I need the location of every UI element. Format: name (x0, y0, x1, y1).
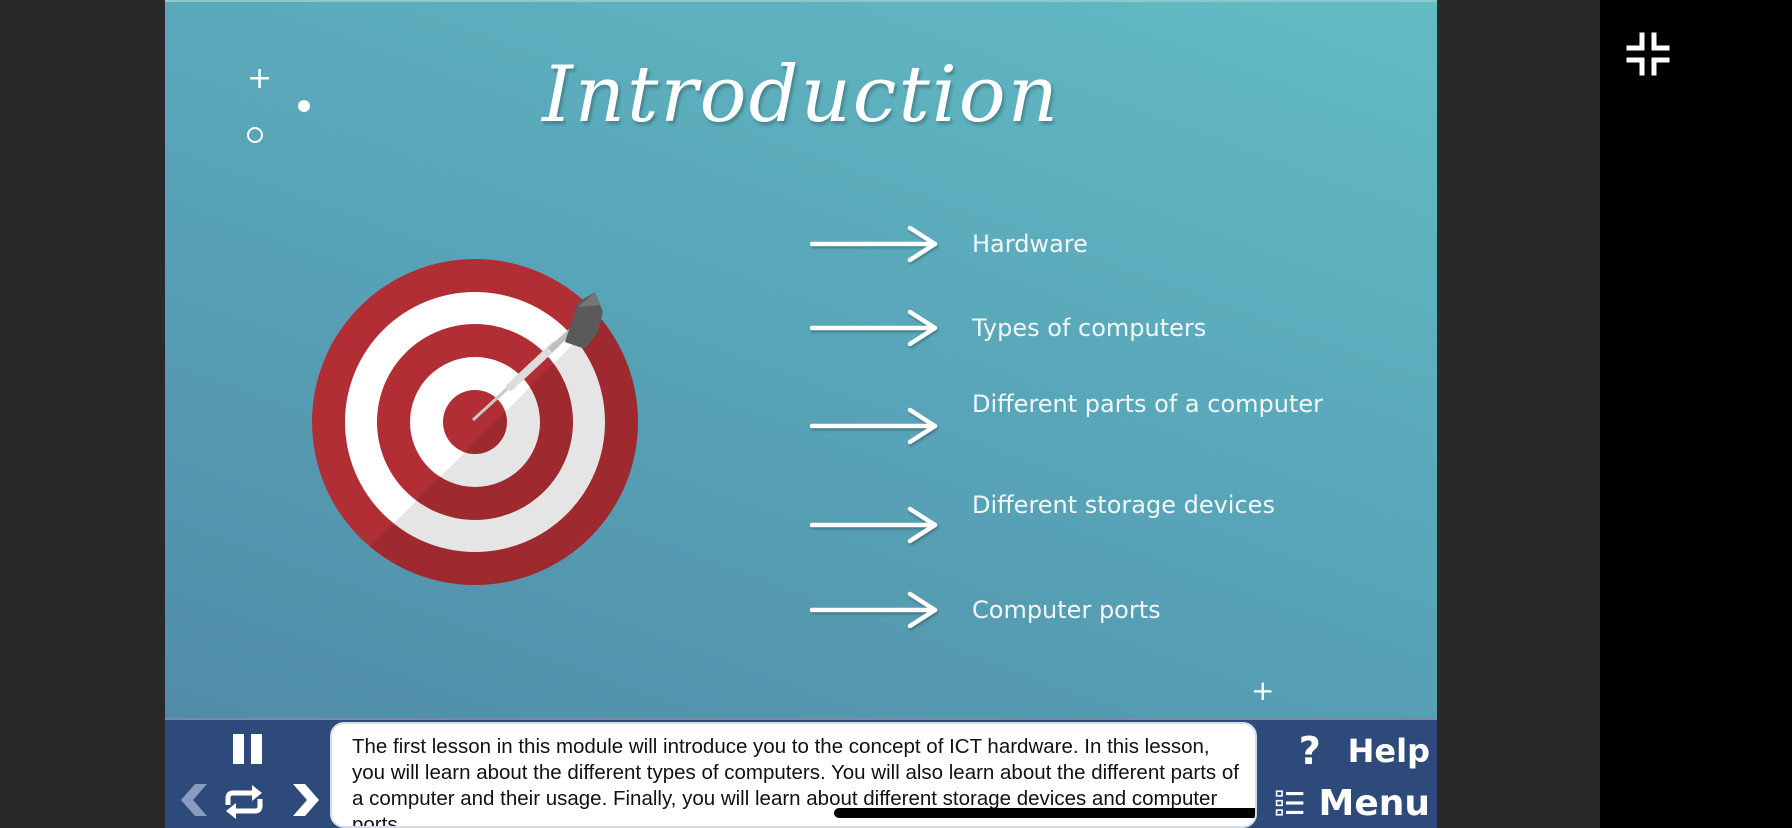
topic-label: Computer ports (972, 596, 1161, 624)
topic-list: Hardware Types of computers Different pa… (810, 2, 1410, 718)
topic-label: Types of computers (972, 314, 1207, 342)
plus-decoration-icon: + (1251, 674, 1275, 707)
topic-label: Different storage devices (972, 491, 1275, 519)
arrow-right-icon (810, 225, 938, 263)
arrow-right-icon (810, 506, 938, 544)
help-label: Help (1347, 732, 1430, 770)
exit-fullscreen-icon (1626, 32, 1670, 76)
slide-title: Introduction (542, 50, 1060, 140)
pause-button[interactable] (231, 732, 265, 766)
exit-fullscreen-button[interactable] (1626, 32, 1670, 76)
topic-item: Different storage devices (810, 491, 1275, 545)
circle-decoration-icon (247, 127, 263, 143)
topic-item: Types of computers (810, 308, 1206, 348)
previous-slide-button[interactable] (179, 782, 209, 818)
chevron-right-icon (293, 784, 319, 816)
loop-icon (225, 785, 263, 819)
topic-label: Different parts of a computer (972, 390, 1323, 418)
question-mark-icon: ? (1298, 729, 1321, 773)
topic-item: Hardware (810, 224, 1088, 264)
plus-decoration-icon: + (247, 61, 273, 96)
right-letterbox (1437, 0, 1600, 828)
list-menu-icon (1275, 790, 1304, 816)
narration-scrollbar[interactable] (834, 808, 1255, 818)
next-slide-button[interactable] (291, 782, 321, 818)
menu-button[interactable]: Menu (1275, 778, 1430, 828)
topic-item: Computer ports (810, 590, 1161, 630)
narration-text-box[interactable]: The first lesson in this module will int… (330, 722, 1257, 828)
dot-decoration-icon (298, 100, 310, 112)
help-button[interactable]: ? Help (1290, 726, 1430, 776)
replay-button[interactable] (222, 783, 266, 821)
topic-label: Hardware (972, 230, 1088, 258)
target-dart-icon (312, 259, 638, 585)
arrow-right-icon (810, 407, 938, 445)
player-control-bar: The first lesson in this module will int… (165, 718, 1437, 828)
arrow-right-icon (810, 591, 938, 629)
topic-item: Different parts of a computer (810, 390, 1323, 446)
slide-canvas: Introduction + + Hardware Types of compu… (165, 0, 1437, 718)
chevron-left-icon (181, 784, 207, 816)
arrow-right-icon (810, 309, 938, 347)
left-letterbox (0, 0, 165, 828)
narration-text: The first lesson in this module will int… (352, 735, 1239, 828)
pause-icon (233, 734, 262, 764)
side-panel (1600, 0, 1792, 828)
menu-label: Menu (1318, 782, 1431, 824)
